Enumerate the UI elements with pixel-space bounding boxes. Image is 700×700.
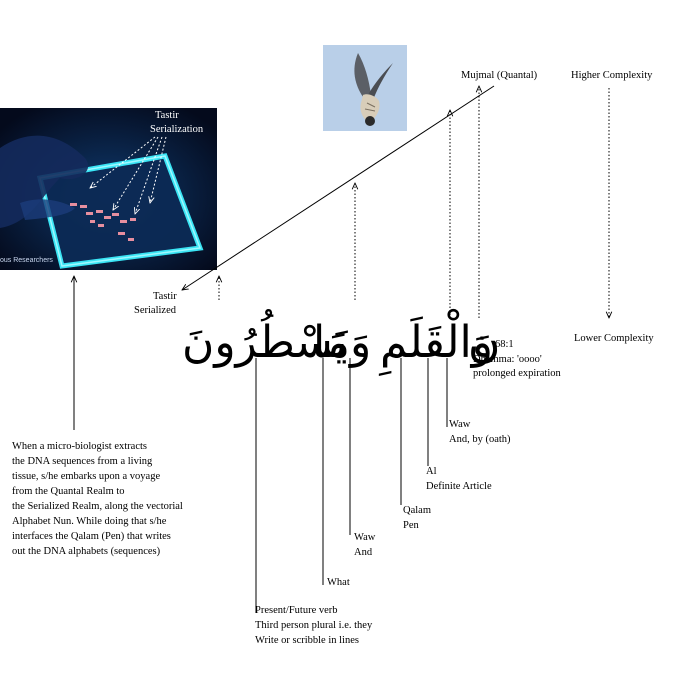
dhamma-line1: Dhamma: 'oooo': [473, 354, 542, 365]
gel-arrow-2: [113, 136, 159, 210]
nun-vector-arrow: [182, 85, 495, 290]
gloss-qalam-1: Qalam: [403, 505, 431, 516]
tastir-label-line1: Tastir: [153, 291, 177, 302]
gel-arrow-4: [150, 136, 167, 203]
gel-caption-line1: Tastir: [155, 110, 179, 121]
gel-arrow-1: [90, 136, 156, 188]
gloss-waw-oath-1: Waw: [449, 419, 471, 430]
explanation-line: from the Quantal Realm to: [12, 486, 125, 497]
gloss-verb-3: Write or scribble in lines: [255, 635, 359, 646]
gloss-verb-1: Present/Future verb: [255, 605, 338, 616]
gloss-qalam-2: Pen: [403, 520, 419, 531]
explanation-line: out the DNA alphabets (sequences): [12, 546, 161, 557]
gel-illustration: [0, 108, 217, 270]
gloss-verb-2: Third person plural i.e. they: [255, 620, 373, 631]
higher-complexity-label: Higher Complexity: [571, 70, 653, 81]
mujmal-label: Mujmal (Quantal): [461, 70, 538, 81]
explanation-line: the Serialized Realm, along the vectoria…: [12, 501, 183, 512]
explanation-line: tissue, s/he embarks upon a voyage: [12, 471, 161, 482]
gloss-waw-and-1: Waw: [354, 532, 376, 543]
gloss-al-2: Definite Article: [426, 481, 492, 492]
falcon-photo: [323, 45, 407, 131]
gloss-what: What: [327, 577, 350, 588]
dhamma-line2: prolonged expiration: [473, 368, 561, 379]
arabic-wama: وَمَا: [313, 317, 372, 368]
verse-ref: 68:1: [495, 339, 514, 350]
gel-caption-line2: Serialization: [150, 124, 204, 135]
arabic-nun: ن: [468, 317, 501, 368]
tastir-label-line2: Serialized: [134, 305, 176, 316]
explanation-text: When a micro-biologist extracts the DNA …: [12, 439, 183, 559]
gel-photo: ous Researchers Tastir Serialization: [0, 108, 217, 270]
explanation-line: interfaces the Qalam (Pen) that writes: [12, 531, 171, 542]
gel-credit: ous Researchers: [0, 257, 53, 264]
explanation-line: the DNA sequences from a living: [12, 456, 153, 467]
gloss-waw-and-2: And: [354, 547, 373, 558]
gel-arrow-3: [135, 136, 163, 214]
arabic-yasturun: يَسْطُرُونَ: [182, 317, 348, 368]
arabic-walqalam: وَالْقَلَمِ: [380, 317, 493, 368]
explanation-line: When a micro-biologist extracts: [12, 441, 147, 452]
falcon-illustration: [323, 45, 407, 131]
gloss-al-1: Al: [426, 466, 437, 477]
explanation-line: Alphabet Nun. While doing that s/he: [12, 516, 167, 527]
gloss-waw-oath-2: And, by (oath): [449, 434, 511, 445]
lower-complexity-label: Lower Complexity: [574, 333, 654, 344]
